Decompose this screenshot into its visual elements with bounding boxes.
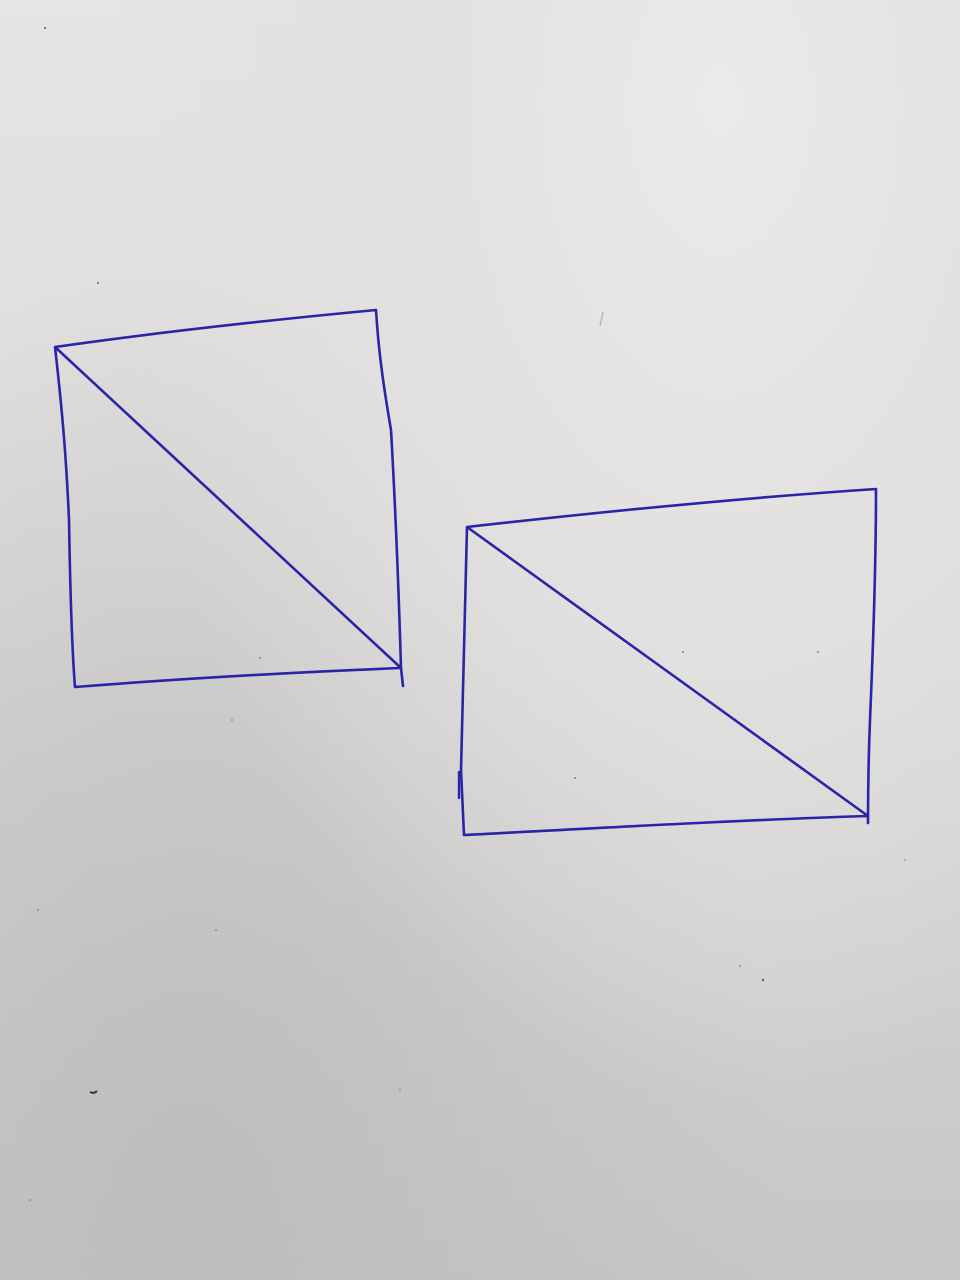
paper-mark [599, 311, 604, 327]
right-rectangle-outline [459, 487, 878, 837]
paper-mark [89, 1090, 98, 1094]
left-square-outline [53, 308, 405, 689]
paper-speckles [29, 26, 906, 1201]
